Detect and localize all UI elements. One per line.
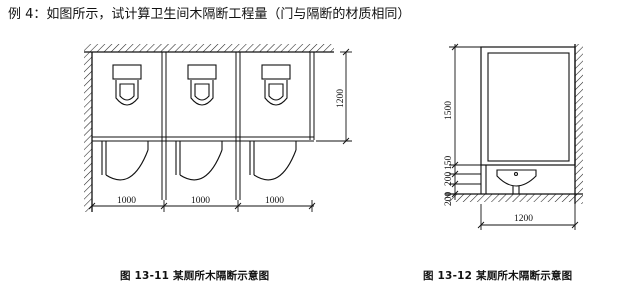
dim-height-1500: 1500 (444, 101, 454, 120)
right-wall-hatch (575, 44, 583, 204)
dim-width-3: 1000 (265, 196, 284, 206)
door-swing-2 (175, 141, 223, 181)
figure-13-11-plan: 1000 1000 1000 1200 (84, 44, 352, 212)
dim-height-150: 150 (444, 156, 454, 171)
urinal-1 (112, 64, 142, 106)
dim-height-200-a: 200 (444, 172, 454, 187)
partition-1 (161, 52, 167, 200)
dim-width-1200: 1200 (514, 214, 533, 224)
dimension-left (449, 43, 481, 200)
partition-3 (309, 52, 315, 140)
dim-width-2: 1000 (191, 196, 210, 206)
dim-width-1: 1000 (117, 196, 136, 206)
wash-basin (496, 169, 537, 194)
left-wall-hatch (84, 52, 92, 212)
partition-panel-inner (487, 52, 570, 162)
dimension-right (316, 48, 352, 145)
dim-height-1200: 1200 (336, 89, 346, 108)
urinal-2 (187, 64, 217, 106)
figure-13-12-elevation: 1500 150 200 200 1200 (444, 43, 583, 230)
partition-panel-outer (480, 46, 576, 166)
partition-post (480, 165, 487, 194)
problem-statement: 例 4：如图所示，试计算卫生间木隔断工程量（门与隔断的材质相同） (8, 7, 411, 22)
urinal-3 (261, 64, 291, 106)
dim-height-200-b: 200 (444, 192, 454, 207)
floor-hatch (445, 194, 583, 202)
door-swing-3 (249, 141, 297, 181)
dimension-bottom-width (477, 204, 579, 230)
door-swing-1 (101, 141, 149, 181)
partition-2 (235, 52, 241, 200)
dimension-bottom (88, 200, 316, 212)
caption-figure-13-11: 图 13-11 某厕所木隔断示意图 (120, 270, 270, 282)
front-rail (92, 136, 314, 142)
caption-figure-13-12: 图 13-12 某厕所木隔断示意图 (423, 270, 573, 282)
top-wall-hatch (84, 44, 334, 52)
